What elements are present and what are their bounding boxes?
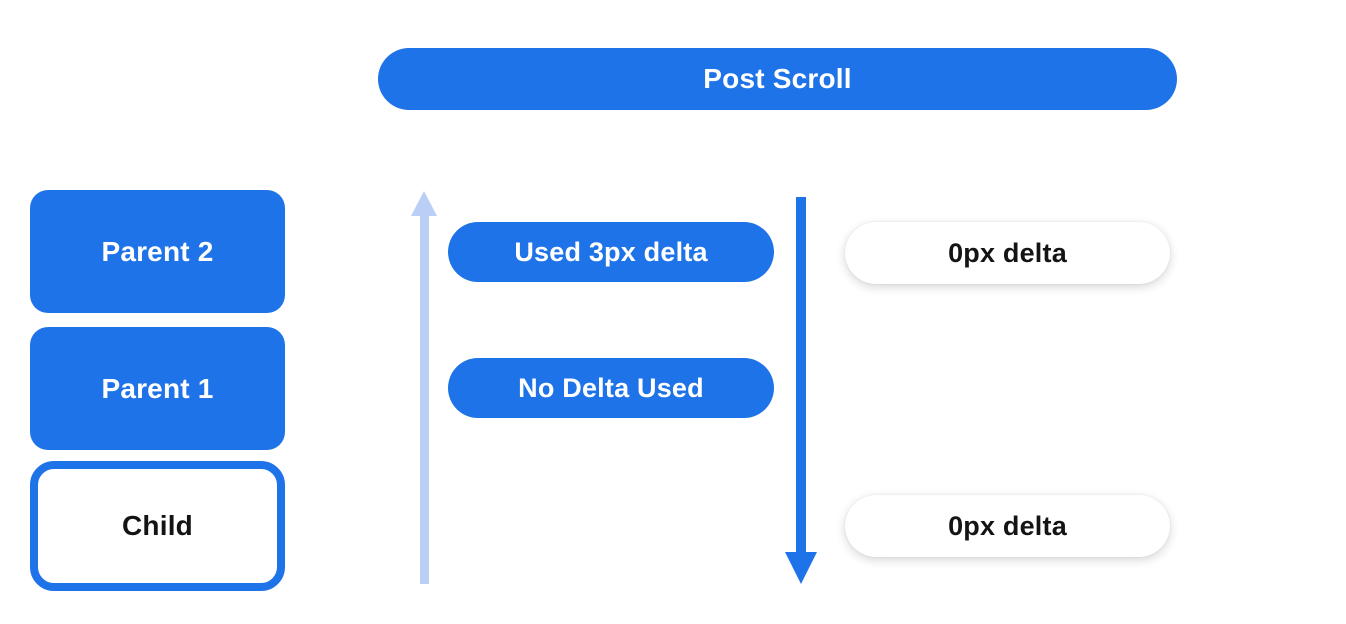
used-delta-pill: Used 3px delta [448,222,774,282]
used-delta-label: Used 3px delta [514,236,708,267]
parent1-label: Parent 1 [101,372,214,404]
scroll-up-arrow-shaft [420,214,429,584]
no-delta-pill: No Delta Used [448,358,774,418]
zero-delta-top-pill: 0px delta [845,222,1170,284]
child-box: Child [30,461,285,591]
scroll-down-arrow-head-icon [785,552,817,584]
parent2-box: Parent 2 [30,190,285,313]
zero-delta-bottom-pill: 0px delta [845,495,1170,557]
no-delta-label: No Delta Used [518,372,704,403]
child-label: Child [122,510,193,541]
scroll-down-arrow-shaft [796,197,806,554]
zero-delta-top-label: 0px delta [948,237,1067,268]
post-scroll-title: Post Scroll [703,63,852,94]
zero-delta-bottom-label: 0px delta [948,510,1067,541]
post-scroll-title-pill: Post Scroll [378,48,1177,110]
parent1-box: Parent 1 [30,327,285,450]
scroll-up-arrow-head-icon [411,191,437,216]
parent2-label: Parent 2 [101,235,214,267]
